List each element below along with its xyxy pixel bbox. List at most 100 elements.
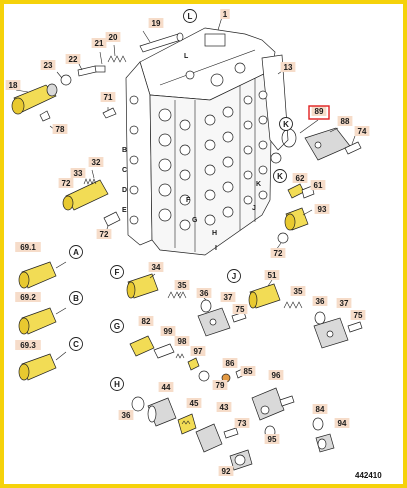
label-background xyxy=(312,296,328,306)
marker-circle xyxy=(110,377,124,391)
label-background xyxy=(91,38,107,48)
part-number-text: 1 xyxy=(223,10,228,19)
part-number-label: 88 xyxy=(337,116,353,126)
port-letter: B xyxy=(122,147,127,154)
label-background xyxy=(52,124,68,134)
part-number-text: 44 xyxy=(162,383,171,392)
part-number-label: 96 xyxy=(268,370,284,380)
part-number-label: 33 xyxy=(70,168,86,178)
port-letter: F xyxy=(186,197,191,204)
part-number-text: 34 xyxy=(152,263,161,272)
valve-port-letters: B C D E F G H I K J L xyxy=(122,53,261,252)
part-number-label: 69.1 xyxy=(15,242,41,252)
part-number-text: 37 xyxy=(340,299,349,308)
label-background xyxy=(292,173,308,183)
part-number-label: 21 xyxy=(91,38,107,48)
marker-letter: F xyxy=(115,268,120,277)
label-background xyxy=(222,358,238,368)
part-number-label: 44 xyxy=(158,382,174,392)
label-background xyxy=(220,9,230,19)
label-background xyxy=(270,248,286,258)
part-number-label: 19 xyxy=(148,18,164,28)
part-number-text: 73 xyxy=(238,419,247,428)
part-number-text: 35 xyxy=(294,287,303,296)
marker-circle xyxy=(183,9,197,23)
label-background xyxy=(174,280,190,290)
label-background xyxy=(138,316,154,326)
marker-letter: K xyxy=(277,172,283,181)
label-background xyxy=(336,298,352,308)
part-number-text: 21 xyxy=(95,39,104,48)
section-j-parts xyxy=(248,279,363,349)
label-background xyxy=(5,80,21,90)
label-background xyxy=(88,157,104,167)
marker-circle xyxy=(69,245,83,259)
label-background xyxy=(100,92,116,102)
label-background xyxy=(334,418,350,428)
part-number-text: 20 xyxy=(109,33,118,42)
part-number-text: 97 xyxy=(194,347,203,356)
part-number-text: 62 xyxy=(296,174,305,183)
part-number-label: 51 xyxy=(264,270,280,280)
part-number-label: 95 xyxy=(264,434,280,444)
part-number-text: 75 xyxy=(354,311,363,320)
part-number-text: 94 xyxy=(338,419,347,428)
port-letter: G xyxy=(192,217,198,224)
label-background xyxy=(264,434,280,444)
part-number-text: 19 xyxy=(152,19,161,28)
part-number-text: 35 xyxy=(178,281,187,290)
section-marker: L xyxy=(183,9,197,23)
label-background xyxy=(311,106,327,116)
label-background xyxy=(290,286,306,296)
part-number-text: 78 xyxy=(56,125,65,134)
part-number-text: 89 xyxy=(315,107,324,116)
label-background xyxy=(58,178,74,188)
label-background xyxy=(310,180,326,190)
part-number-text: 13 xyxy=(284,63,293,72)
section-marker: J xyxy=(227,269,241,283)
label-background xyxy=(186,398,202,408)
part-number-text: 88 xyxy=(341,117,350,126)
part-number-label: 74 xyxy=(354,126,370,136)
part-number-label: 35 xyxy=(290,286,306,296)
part-number-text: 69.3 xyxy=(20,341,36,350)
label-background xyxy=(216,402,232,412)
part-number-text: 72 xyxy=(100,230,109,239)
label-background xyxy=(105,32,121,42)
label-background xyxy=(190,346,206,356)
part-number-label: 35 xyxy=(174,280,190,290)
label-background xyxy=(15,242,41,252)
marker-circle xyxy=(273,169,287,183)
section-marker: A xyxy=(69,245,83,259)
part-number-label: 73 xyxy=(234,418,250,428)
part-number-text: 36 xyxy=(200,289,209,298)
part-number-label: 32 xyxy=(88,157,104,167)
part-number-text: 82 xyxy=(142,317,151,326)
part-number-label: 93 xyxy=(314,204,330,214)
part-number-label: 22 xyxy=(65,54,81,64)
part-number-label: 82 xyxy=(138,316,154,326)
part-number-label: 43 xyxy=(216,402,232,412)
label-background xyxy=(174,336,190,346)
part-number-label: 86 xyxy=(222,358,238,368)
label-background xyxy=(15,340,41,350)
part-number-label: 75 xyxy=(350,310,366,320)
port-letter: K xyxy=(256,181,261,188)
part-number-label: 85 xyxy=(240,366,256,376)
part-number-label: 98 xyxy=(174,336,190,346)
label-background xyxy=(280,62,296,72)
marker-circle xyxy=(227,269,241,283)
section-marker: K xyxy=(279,117,293,131)
section-f-parts xyxy=(126,273,247,337)
label-background xyxy=(337,116,353,126)
part-number-label: 71 xyxy=(100,92,116,102)
port-letter: L xyxy=(184,53,189,60)
part-number-text: 96 xyxy=(272,371,281,380)
part-number-label: 62 xyxy=(292,173,308,183)
part-number-label: 23 xyxy=(40,60,56,70)
part-number-text: 75 xyxy=(236,305,245,314)
part-number-text: 61 xyxy=(314,181,323,190)
part-number-text: 51 xyxy=(268,271,277,280)
part-number-text: 23 xyxy=(44,61,53,70)
